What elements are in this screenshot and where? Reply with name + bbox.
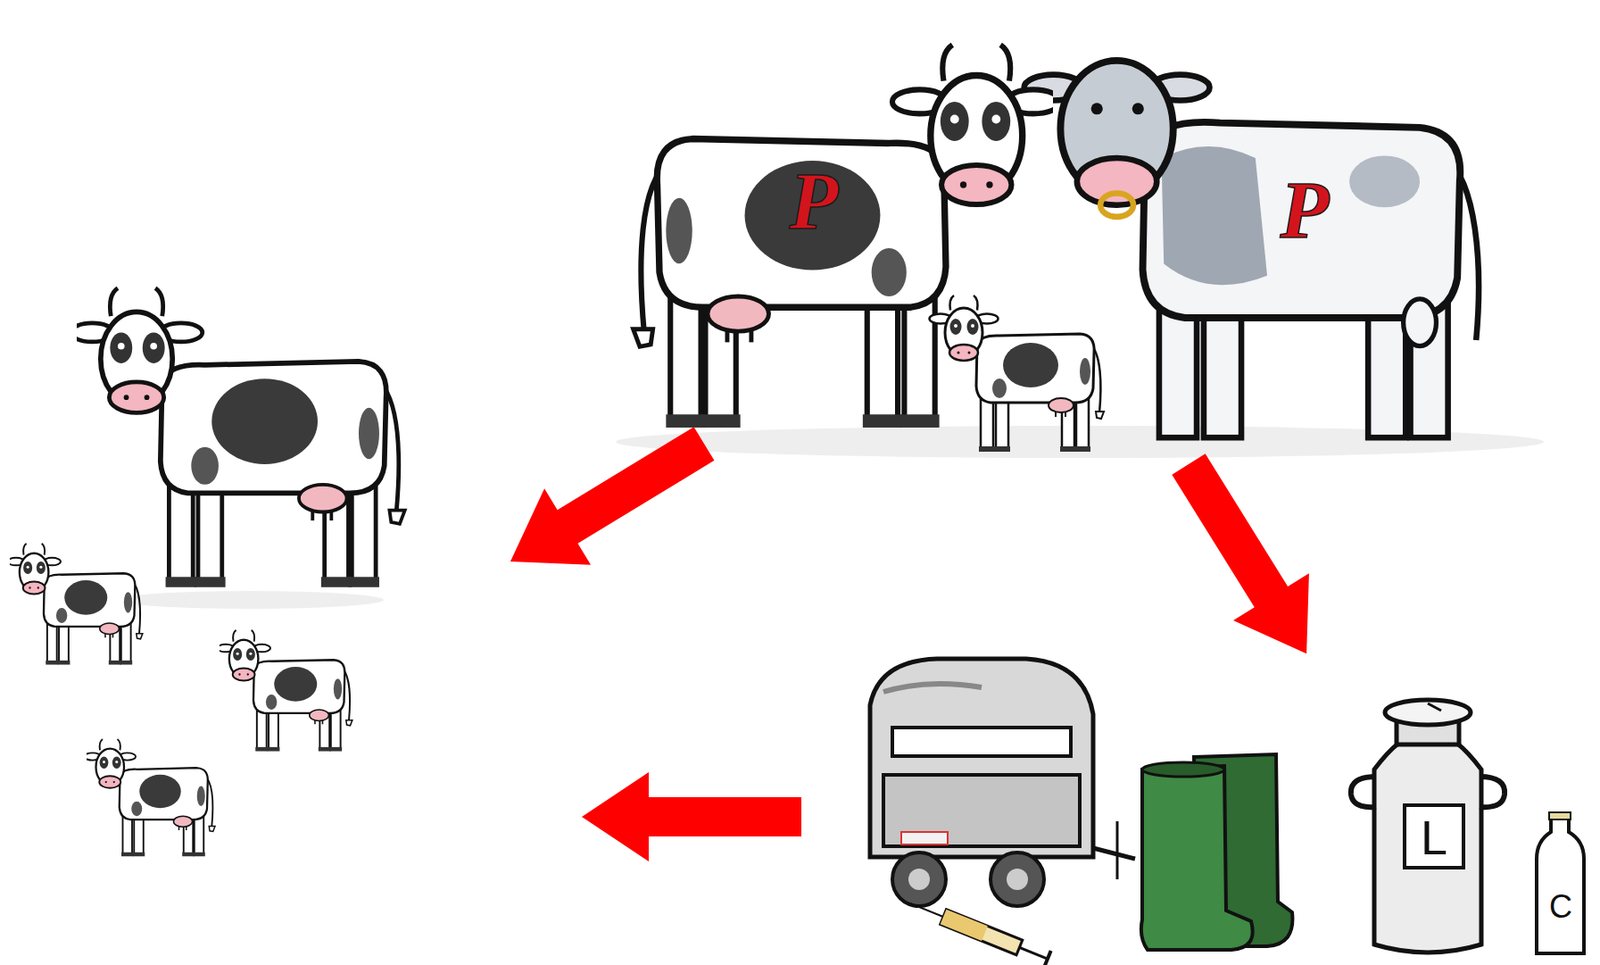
syringe <box>906 895 1051 965</box>
transmission-arrows <box>1151 440 1345 678</box>
transmission-arrows <box>581 771 802 862</box>
milk-churn <box>1427 703 1442 711</box>
livestock-trailer <box>901 831 948 845</box>
ground-shadows <box>116 590 384 609</box>
livestock-trailer <box>883 683 982 692</box>
healthy-herd <box>216 630 353 752</box>
transmission-arrows <box>487 405 728 599</box>
pi-letter: P <box>1280 170 1330 251</box>
livestock-trailer <box>892 852 946 906</box>
milk-churn <box>1351 699 1505 953</box>
healthy-herd <box>7 543 143 665</box>
milk-churn <box>1404 804 1464 868</box>
livestock-trailer <box>892 727 1071 756</box>
livestock-trailer <box>870 658 1136 906</box>
pi-letter: P <box>789 161 839 242</box>
healthy-herd <box>83 738 216 856</box>
healthy-herd <box>70 288 405 588</box>
transmission-arrows <box>581 771 802 862</box>
milk-churn <box>1374 742 1482 953</box>
milk-churn <box>1479 776 1505 807</box>
rubber-boots <box>1141 765 1253 950</box>
infected-parents <box>633 44 1479 452</box>
bottle-letter: C <box>1549 890 1573 923</box>
livestock-trailer <box>883 774 1080 846</box>
livestock-trailer <box>908 868 930 890</box>
milk-churn <box>1351 776 1377 807</box>
rubber-boots <box>1142 762 1225 777</box>
syringe <box>1019 946 1048 959</box>
transmission-arrows <box>1151 440 1345 678</box>
livestock-trailer <box>870 658 1094 857</box>
rubber-boots <box>1141 754 1294 950</box>
milk-bottle <box>1549 812 1571 820</box>
syringe <box>1044 950 1051 965</box>
syringe <box>940 909 1023 955</box>
healthy-herd <box>7 288 405 857</box>
syringe <box>940 909 988 941</box>
infected-parents <box>929 295 1105 452</box>
livestock-trailer <box>1093 847 1136 859</box>
livestock-trailer <box>990 852 1045 906</box>
syringe <box>910 903 944 917</box>
milk-bottle <box>1536 816 1584 954</box>
transmission-arrows <box>487 405 728 599</box>
churn-letter: L <box>1420 812 1448 862</box>
milk-churn <box>1384 699 1471 725</box>
livestock-trailer <box>1116 820 1120 879</box>
livestock-trailer <box>1006 868 1028 890</box>
milk-bottle <box>1536 812 1584 954</box>
